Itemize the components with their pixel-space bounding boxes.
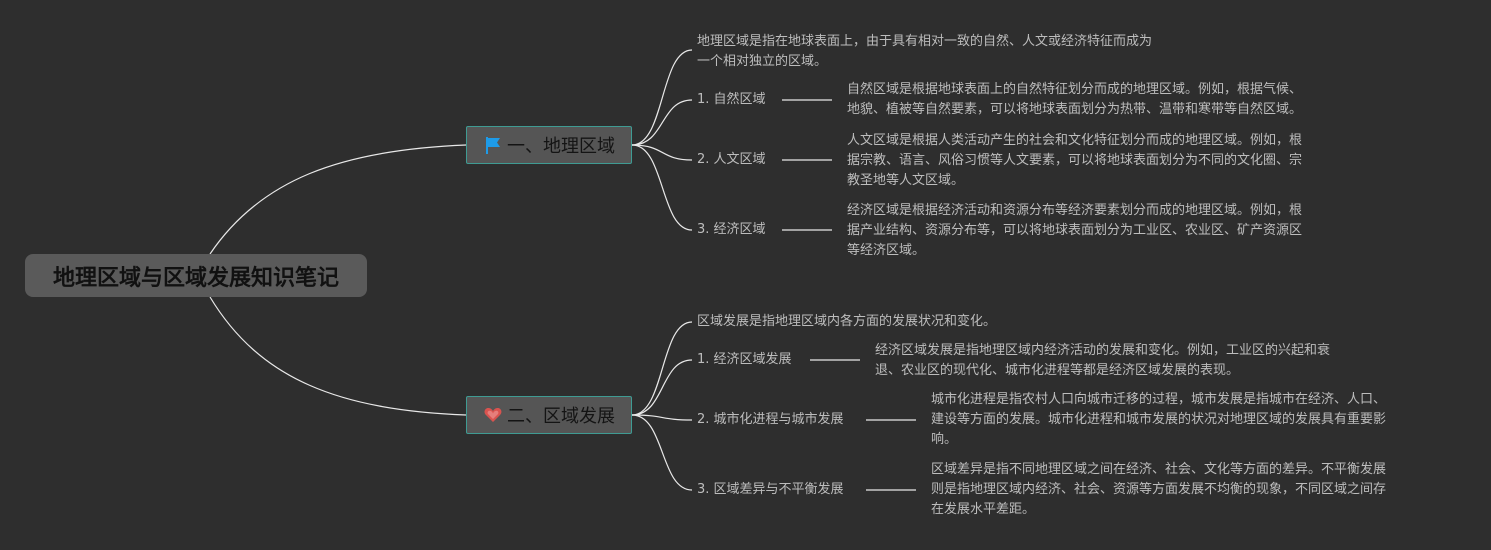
heart-icon	[483, 405, 503, 425]
connector-b2-sub3	[631, 414, 693, 491]
detail-natural-region[interactable]: 自然区域是根据地球表面上的自然特征划分而成的地理区域。例如，根据气候、 地貌、植…	[847, 82, 1303, 117]
flag-icon	[483, 135, 503, 155]
connector-root-branch-1	[209, 144, 467, 255]
subtopic-regional-disparity[interactable]: 3. 区域差异与不平衡发展	[697, 482, 844, 497]
connector-b2-sub2	[631, 414, 693, 421]
connector-b1-sub1	[631, 99, 693, 146]
connector-b1-sub3	[631, 144, 693, 231]
definition-text[interactable]: 区域发展是指地理区域内各方面的发展状况和变化。	[697, 314, 997, 329]
subtopic-economic-development[interactable]: 1. 经济区域发展	[697, 352, 792, 367]
detail-urbanization[interactable]: 城市化进程是指农村人口向城市迁移的过程，城市发展是指城市在经济、人口、 建设等方…	[931, 392, 1387, 447]
branch-title: 一、地理区域	[507, 136, 615, 157]
detail-cultural-region[interactable]: 人文区域是根据人类活动产生的社会和文化特征划分而成的地理区域。例如，根 据宗教、…	[847, 133, 1303, 188]
connector-b1-sub2	[631, 144, 693, 161]
root-node[interactable]: 地理区域与区域发展知识笔记	[25, 254, 367, 297]
subtopic-urbanization[interactable]: 2. 城市化进程与城市发展	[697, 412, 844, 427]
detail-regional-disparity[interactable]: 区域差异是指不同地理区域之间在经济、社会、文化等方面的差异。不平衡发展 则是指地…	[931, 462, 1387, 517]
detail-economic-region[interactable]: 经济区域是根据经济活动和资源分布等经济要素划分而成的地理区域。例如，根 据产业结…	[847, 203, 1303, 258]
subtopic-natural-region[interactable]: 1. 自然区域	[697, 92, 766, 107]
branch-node-geographic-regions[interactable]: 一、地理区域	[466, 126, 632, 164]
detail-economic-development[interactable]: 经济区域发展是指地理区域内经济活动的发展和变化。例如，工业区的兴起和衰 退、农业…	[875, 343, 1331, 378]
branch-title: 二、区域发展	[507, 406, 615, 427]
subtopic-economic-region[interactable]: 3. 经济区域	[697, 222, 766, 237]
connector-b2-definition	[631, 321, 693, 416]
connector-b1-definition	[631, 49, 693, 146]
connector-root-branch-2	[209, 296, 467, 416]
root-title: 地理区域与区域发展知识笔记	[52, 265, 339, 291]
connector-b2-sub1	[631, 359, 693, 416]
definition-text[interactable]: 地理区域是指在地球表面上，由于具有相对一致的自然、人文或经济特征而成为 一个相对…	[697, 34, 1153, 69]
subtopic-cultural-region[interactable]: 2. 人文区域	[697, 152, 766, 167]
branch-node-regional-development[interactable]: 二、区域发展	[466, 396, 632, 434]
